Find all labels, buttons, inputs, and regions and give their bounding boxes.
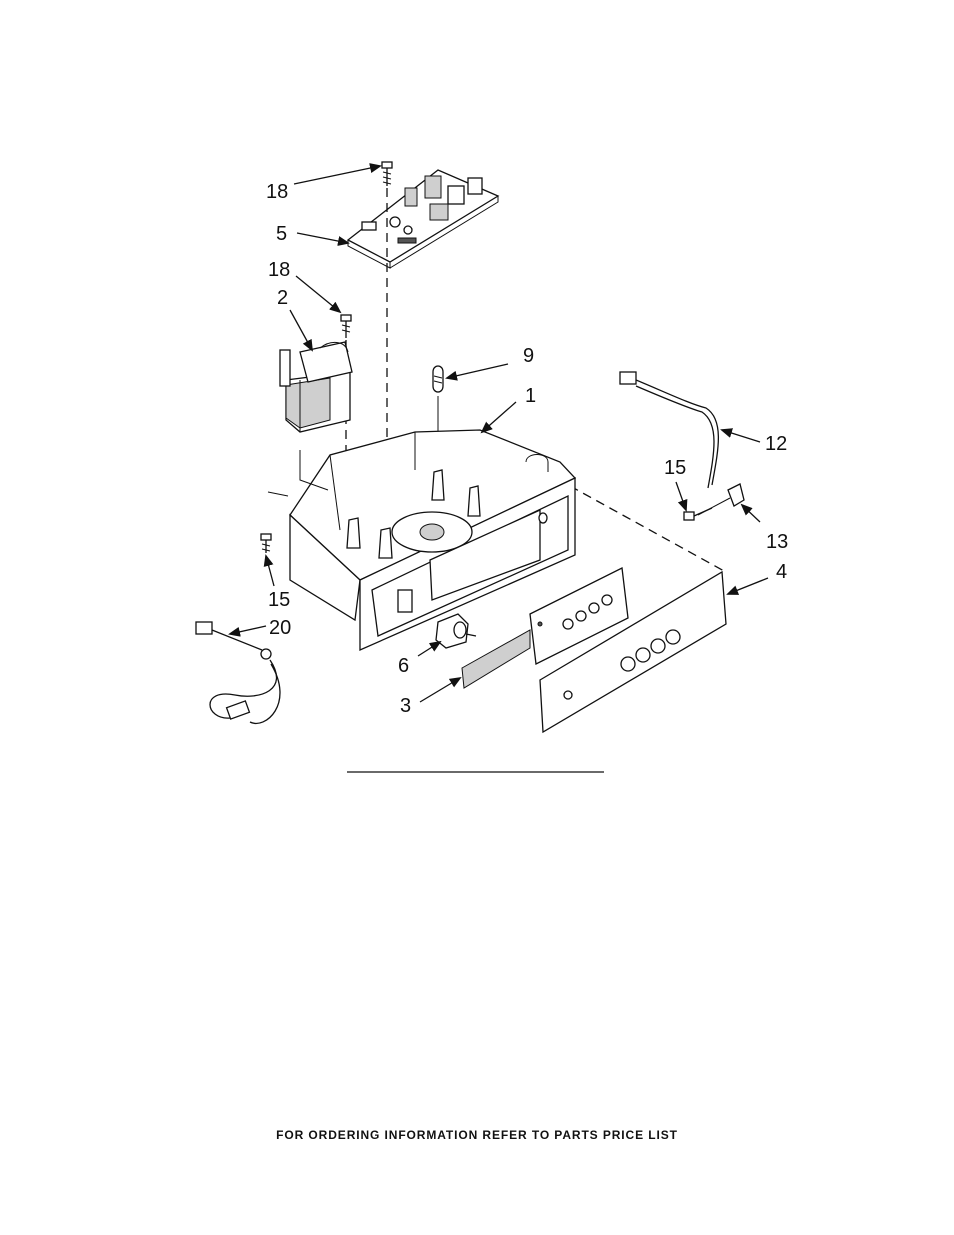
arrow-15-left — [263, 554, 275, 587]
arrow-20 — [228, 625, 267, 637]
arrow-12 — [720, 428, 761, 443]
callout-3: 3 — [400, 695, 411, 717]
callout-13: 13 — [766, 531, 788, 553]
front-panel — [539, 570, 727, 734]
callout-12: 12 — [765, 433, 787, 455]
leader-panel-dashed — [569, 485, 725, 572]
arrow-5 — [296, 232, 350, 246]
arrow-3 — [419, 676, 462, 703]
wire-harness-12 — [619, 371, 720, 489]
arrow-18-mid — [295, 275, 342, 314]
callout-6: 6 — [398, 655, 409, 677]
callout-4: 4 — [776, 561, 787, 583]
arrow-13 — [740, 503, 761, 523]
callout-18-mid: 18 — [268, 259, 290, 281]
screw-top — [381, 161, 393, 186]
wire-clip — [697, 483, 745, 516]
button-insert — [529, 567, 629, 665]
arrow-4 — [726, 577, 769, 595]
control-board — [346, 169, 500, 269]
callout-15-right: 15 — [664, 457, 686, 479]
callout-20: 20 — [269, 617, 291, 639]
callout-2: 2 — [277, 287, 288, 309]
switch — [435, 613, 477, 649]
arrow-2 — [289, 309, 313, 352]
screw-transformer — [340, 314, 352, 338]
callout-9: 9 — [523, 345, 534, 367]
arrow-9 — [445, 363, 509, 381]
control-housing — [267, 429, 577, 651]
callout-5: 5 — [276, 223, 287, 245]
arrow-15-right — [675, 481, 688, 512]
ordering-footer: FOR ORDERING INFORMATION REFER TO PARTS … — [276, 1128, 678, 1142]
arrow-1 — [480, 401, 517, 434]
callout-18-top: 18 — [266, 181, 288, 203]
screw-right — [683, 507, 713, 521]
callout-1: 1 — [525, 385, 536, 407]
screw-left — [260, 533, 272, 553]
label-strip — [461, 629, 531, 689]
transformer — [279, 341, 353, 433]
wire-harness-20 — [195, 621, 281, 725]
arrow-6 — [417, 640, 442, 657]
arrow-18-top — [293, 163, 382, 185]
callout-15-left: 15 — [268, 589, 290, 611]
